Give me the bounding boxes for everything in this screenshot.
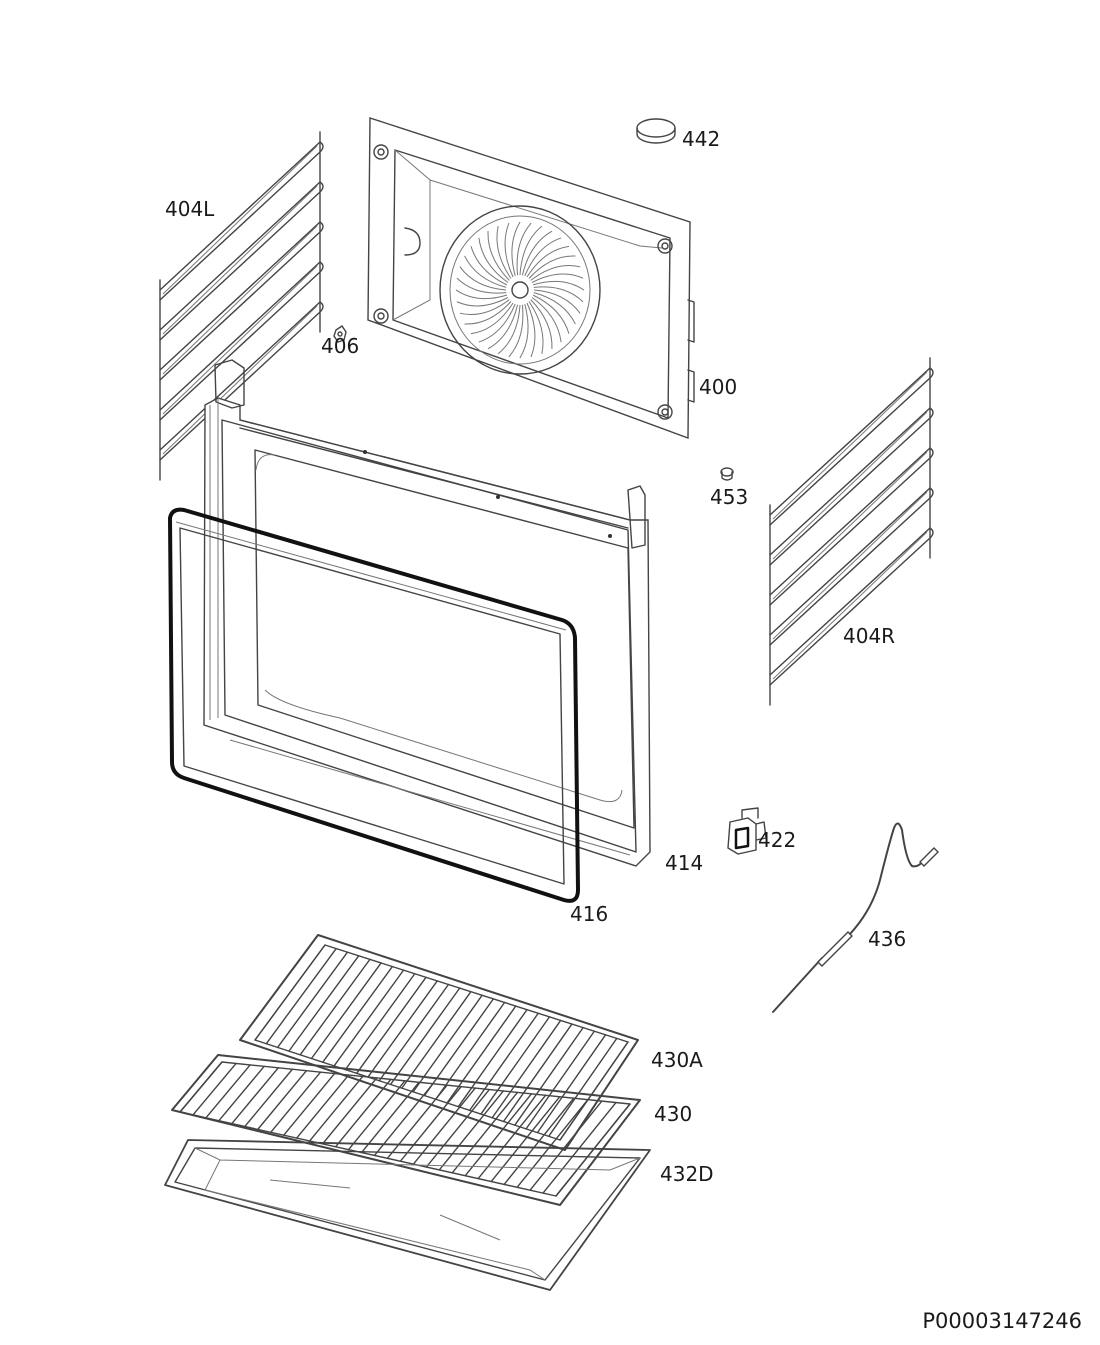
label-432D: 432D — [660, 1162, 714, 1186]
label-414: 414 — [665, 851, 704, 875]
label-416: 416 — [570, 902, 609, 926]
part-430-wire-shelf — [171, 1054, 641, 1206]
part-436-temperature-probe — [772, 822, 939, 1013]
part-432D-baking-tray — [164, 1139, 651, 1291]
part-430A-grill-rack — [239, 934, 639, 1151]
part-442-cap — [636, 118, 676, 144]
label-430A: 430A — [651, 1048, 703, 1072]
label-404L: 404L — [165, 197, 215, 221]
label-453: 453 — [710, 485, 749, 509]
label-430: 430 — [654, 1102, 693, 1126]
label-400: 400 — [699, 375, 738, 399]
part-406-clip — [333, 325, 347, 343]
part-453-screw — [720, 467, 734, 481]
label-422: 422 — [758, 828, 797, 852]
label-404R: 404R — [843, 624, 896, 648]
label-442: 442 — [682, 127, 721, 151]
part-416-door-gasket — [168, 507, 580, 903]
reference-code: P00003147246 — [922, 1309, 1082, 1333]
part-422-lamp-holder — [727, 807, 767, 855]
label-406: 406 — [321, 334, 360, 358]
part-404R-right-shelf-support — [769, 357, 934, 706]
part-404L-left-shelf-support — [159, 131, 324, 481]
label-436: 436 — [868, 927, 907, 951]
part-414-oven-frame — [203, 359, 651, 867]
part-400-back-panel — [367, 117, 695, 440]
